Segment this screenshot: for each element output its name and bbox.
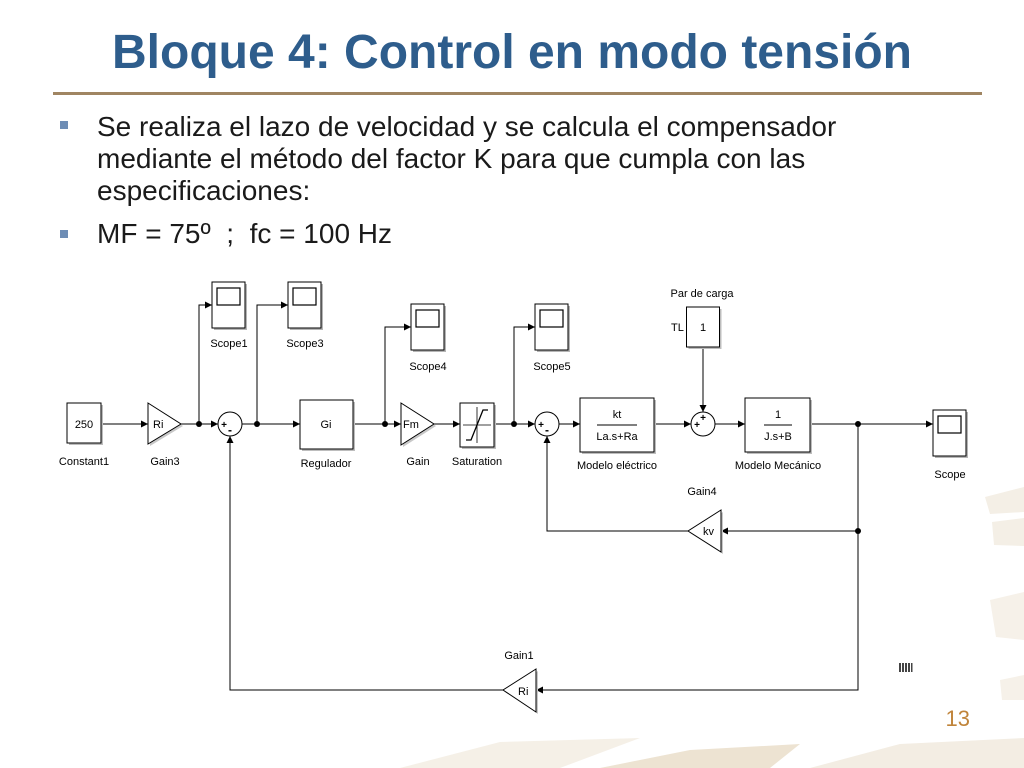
scope-icon xyxy=(415,309,440,328)
block-scope xyxy=(932,409,968,458)
scope-label: Scope xyxy=(934,469,965,481)
block-scope5 xyxy=(534,303,570,352)
scope-icon xyxy=(292,287,317,306)
line-gain4-to-sum2 xyxy=(543,436,688,532)
scope-icon xyxy=(937,415,962,434)
line-to-scope3 xyxy=(256,301,288,424)
block-gain1: Ri xyxy=(502,668,538,714)
gain1-label: Gain1 xyxy=(504,650,533,662)
scope1-label: Scope1 xyxy=(210,338,247,350)
block-modelo-electrico: kt La.s+Ra xyxy=(579,397,656,454)
regulador-value: Gi xyxy=(321,419,332,431)
gain3-value: Ri xyxy=(153,419,163,431)
block-gain4: kv xyxy=(687,509,723,554)
block-scope1 xyxy=(211,281,247,330)
branch-point xyxy=(855,421,861,427)
scope-icon xyxy=(216,287,241,306)
block-saturation xyxy=(459,402,496,449)
line-to-scope1 xyxy=(198,301,212,424)
title-divider xyxy=(53,92,982,95)
saturation-label: Saturation xyxy=(452,456,502,468)
modelo-electrico-numerator: kt xyxy=(613,409,622,421)
par-de-carga-label: Par de carga xyxy=(671,288,735,300)
block-constant1: 250 xyxy=(66,402,103,445)
modelo-electrico-label: Modelo eléctrico xyxy=(577,460,657,472)
branch-point xyxy=(382,421,388,427)
signal-lines xyxy=(101,301,933,694)
par-de-carga-signal-label: TL xyxy=(671,322,684,334)
block-sum3: + + xyxy=(690,411,716,437)
gain1-value: Ri xyxy=(518,686,528,698)
modelo-mecanico-numerator: 1 xyxy=(775,409,781,421)
scope3-label: Scope3 xyxy=(286,338,323,350)
block-gain3: Ri xyxy=(147,402,183,446)
block-sum1: + - xyxy=(217,411,243,437)
sum2-sign-bottom: - xyxy=(545,423,549,437)
page-number: 13 xyxy=(945,706,970,731)
branch-point xyxy=(511,421,517,427)
gain-label: Gain xyxy=(406,456,429,468)
block-regulador: Gi xyxy=(299,399,355,451)
block-par-de-carga: 1 xyxy=(686,306,722,349)
constant1-value: 250 xyxy=(75,419,93,431)
block-modelo-mecanico: 1 J.s+B xyxy=(744,397,812,454)
regulador-label: Regulador xyxy=(301,458,352,470)
bullet-item-1: Se realiza el lazo de velocidad y se cal… xyxy=(97,111,837,206)
gain4-value: kv xyxy=(703,526,715,538)
sum1-sign-left: + xyxy=(221,420,227,431)
line-to-scope5 xyxy=(513,323,535,424)
bullet-marker xyxy=(60,121,68,129)
sum1-sign-bottom: - xyxy=(228,423,232,437)
block-gain: Fm xyxy=(400,402,436,447)
modelo-mecanico-denominator: J.s+B xyxy=(764,431,792,443)
branch-point xyxy=(196,421,202,427)
scope4-label: Scope4 xyxy=(409,361,446,373)
branch-points xyxy=(196,421,861,534)
block-sum2: + - xyxy=(534,411,560,437)
block-scope3 xyxy=(287,281,323,330)
line-feedback-to-gain1 xyxy=(536,531,859,694)
scope-icon xyxy=(539,309,564,328)
bullet-item-2: MF = 75º ; fc = 100 Hz xyxy=(97,218,393,249)
branch-point xyxy=(254,421,260,427)
sum3-sign-left: + xyxy=(694,420,700,431)
line-to-scope4 xyxy=(384,323,411,424)
slide-title: Bloque 4: Control en modo tensión xyxy=(112,26,912,79)
line-gain1-to-sum1 xyxy=(226,436,503,691)
par-de-carga-value: 1 xyxy=(700,322,706,334)
sum3-sign-top: + xyxy=(700,413,706,424)
sum2-sign-left: + xyxy=(538,420,544,431)
resize-grip-icon xyxy=(899,663,913,672)
gain3-label: Gain3 xyxy=(150,456,179,468)
gain-value: Fm xyxy=(403,419,419,431)
block-scope4 xyxy=(410,303,446,352)
bullet-marker xyxy=(60,230,68,238)
scope5-label: Scope5 xyxy=(533,361,570,373)
constant1-label: Constant1 xyxy=(59,456,109,468)
gain4-label: Gain4 xyxy=(687,486,716,498)
modelo-mecanico-label: Modelo Mecánico xyxy=(735,460,821,472)
modelo-electrico-denominator: La.s+Ra xyxy=(596,431,638,443)
saturation-icon xyxy=(463,407,491,443)
branch-point xyxy=(855,528,861,534)
